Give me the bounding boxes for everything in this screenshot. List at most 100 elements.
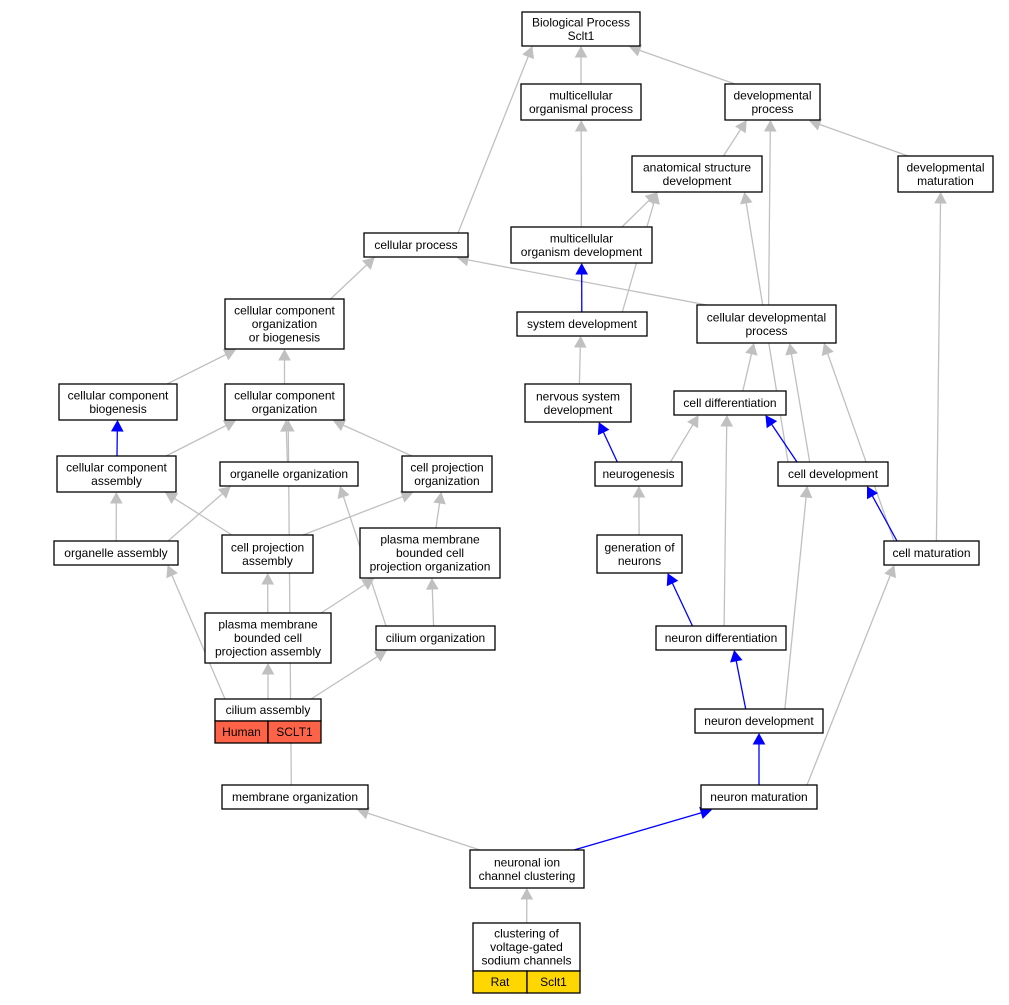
node-label: cell projection (231, 540, 304, 554)
node-label: cell development (788, 467, 879, 481)
node-cell-differentiation[interactable]: cell differentiation (673, 390, 787, 416)
node-box (56, 455, 177, 493)
edge-arrowhead (261, 572, 275, 585)
node-label: plasma membrane (380, 533, 480, 547)
edge-neuron_development-to-neuron_differentiation (730, 649, 747, 710)
edge-line (871, 495, 898, 542)
node-system-development[interactable]: system development (516, 311, 648, 337)
edge-cilium_organization-to-pm_bounded_cell_projection_organization (425, 577, 439, 627)
node-label: system development (527, 317, 638, 331)
node-organelle-organization[interactable]: organelle organization (219, 461, 359, 487)
node-label: cellular developmental (707, 310, 826, 324)
gene-label: SCLT1 (276, 725, 313, 739)
edge-arrowhead (574, 119, 588, 132)
node-label: cilium assembly (226, 703, 311, 717)
node-label: cell maturation (892, 546, 970, 560)
edge-arrowhead (399, 490, 413, 503)
node-label: organization (414, 474, 479, 488)
edge-cellular_component_biogenesis-to-cellular_component_org_or_biogenesis (166, 349, 236, 385)
edge-arrowhead (337, 486, 350, 499)
species-label: Rat (491, 975, 510, 989)
node-cilium-organization[interactable]: cilium organization (375, 625, 496, 651)
node-label: neurons (618, 554, 661, 568)
node-cellular-process[interactable]: cellular process (363, 232, 469, 258)
edge-arrowhead (666, 573, 679, 587)
node-box (631, 155, 763, 193)
node-neuron-differentiation[interactable]: neuron differentiation (655, 625, 787, 651)
edge-line (367, 812, 481, 851)
node-cell-development[interactable]: cell development (777, 461, 889, 487)
edge-line (330, 264, 368, 300)
node-label: channel clustering (479, 869, 576, 883)
edge-arrowhead (433, 491, 446, 505)
node-neuron-maturation[interactable]: neuron maturation (700, 784, 818, 810)
node-neurogenesis[interactable]: neurogenesis (594, 461, 683, 487)
edge-arrowhead (520, 887, 534, 900)
edge-arrowhead (425, 577, 439, 590)
edge-cellular_process-to-bp_root (457, 46, 534, 234)
edge-line (310, 655, 378, 700)
node-label: multicellular (549, 88, 612, 102)
edge-arrowhead (165, 492, 179, 504)
edge-arrowhead (740, 191, 753, 205)
edge-cellular_developmental_process-to-developmental_process (763, 119, 777, 306)
node-box (221, 784, 369, 810)
node-cell-maturation[interactable]: cell maturation (883, 540, 980, 566)
edge-cell_maturation-to-cell_development (867, 486, 898, 542)
node-box (224, 298, 345, 350)
edge-arrowhead (884, 565, 896, 579)
edge-neuron_development-to-cell_development (784, 485, 813, 710)
edge-neuron_differentiation-to-cell_differentiation (720, 414, 734, 627)
node-label: development (663, 174, 732, 188)
node-box (221, 534, 314, 574)
node-box (516, 311, 648, 337)
edge-line (342, 424, 413, 457)
node-box (520, 83, 642, 121)
node-label: membrane organization (232, 790, 358, 804)
edge-line (285, 430, 289, 463)
edge-cilium_assembly-to-cilium_organization (310, 650, 387, 700)
edge-line (735, 660, 747, 710)
node-membrane-organization[interactable]: membrane organization (221, 784, 369, 810)
edge-neuron_maturation-to-neuron_development (752, 732, 766, 785)
edge-line (302, 495, 403, 536)
node-label: cellular component (234, 388, 335, 402)
edge-line (935, 202, 942, 542)
edge-arrowhead (278, 348, 291, 361)
node-organelle-assembly[interactable]: organelle assembly (53, 540, 179, 566)
node-neuron-development[interactable]: neuron development (694, 708, 824, 734)
edge-arrowhead (765, 415, 778, 429)
node-label: neuron maturation (710, 790, 807, 804)
edge-arrowhead (763, 119, 777, 132)
node-label: organization (252, 317, 317, 331)
node-label: organelle organization (230, 467, 348, 481)
node-label: neuronal ion (494, 855, 560, 869)
node-box (469, 849, 585, 889)
edge-arrowhead (333, 419, 347, 432)
species-label: Human (222, 725, 261, 739)
node-box (777, 461, 889, 487)
edge-nervous_system_development-to-system_development (573, 335, 587, 385)
node-label: multicellular (550, 231, 613, 245)
edge-arrowhead (597, 422, 610, 436)
